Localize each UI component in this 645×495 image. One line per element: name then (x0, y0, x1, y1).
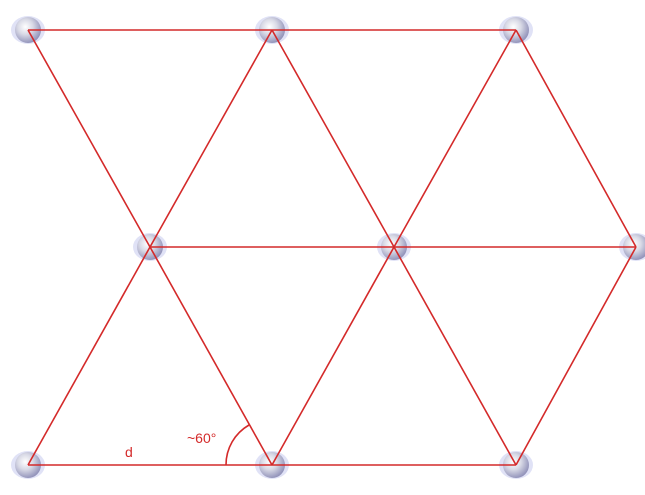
lattice-edge (393, 246, 517, 466)
lattice-edge (271, 246, 395, 466)
lattice-edge (149, 246, 273, 466)
lattice-edge (271, 29, 395, 248)
lattice-edge (515, 29, 637, 248)
lattice-edge (393, 29, 517, 248)
lattice-edge (27, 246, 151, 466)
angle-arc (225, 424, 250, 466)
lattice-edge (149, 29, 273, 248)
label-layer: d ~60° (125, 430, 216, 460)
edge-layer (27, 29, 637, 466)
lattice-edge (27, 29, 151, 248)
lattice-edge (515, 246, 637, 466)
angle-label: ~60° (187, 430, 216, 446)
distance-label: d (125, 444, 133, 460)
